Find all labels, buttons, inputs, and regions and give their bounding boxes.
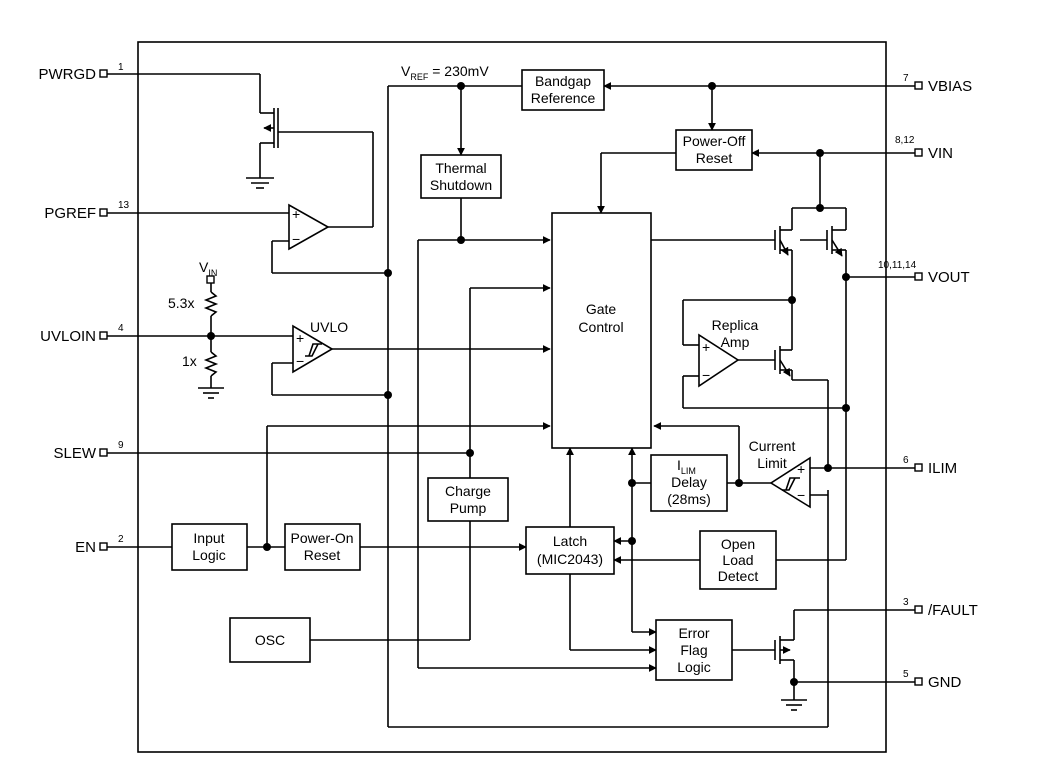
block-power-on-reset: Power-On Reset — [284, 523, 361, 571]
ilim-comp-minus: − — [797, 487, 805, 503]
svg-text:Reference: Reference — [531, 90, 596, 106]
svg-text:Charge: Charge — [445, 483, 491, 499]
uvlo-label: UVLO — [310, 319, 348, 335]
pin-fault-label: /FAULT — [928, 602, 978, 619]
svg-text:Flag: Flag — [680, 642, 707, 658]
uvlo-comp-plus: + — [296, 330, 304, 346]
svg-text:Error: Error — [678, 625, 709, 641]
replica-minus: − — [702, 367, 710, 383]
chip-outline — [137, 41, 887, 753]
svg-text:Gate: Gate — [586, 301, 617, 317]
svg-text:Current: Current — [749, 438, 796, 454]
pin-en: EN 2 — [75, 534, 138, 556]
block-power-off-reset: Power-Off Reset — [675, 129, 753, 171]
svg-text:Logic: Logic — [192, 547, 225, 563]
uvlo-comp-minus: − — [296, 353, 304, 369]
block-osc: OSC — [229, 617, 311, 663]
block-input-logic: Input Logic — [171, 523, 248, 571]
block-ilim-delay: ILIM Delay (28ms) — [650, 454, 728, 512]
block-latch: Latch (MIC2043) — [525, 526, 615, 575]
pin-en-number: 2 — [118, 534, 124, 545]
svg-text:Thermal: Thermal — [435, 160, 486, 176]
pin-vout: VOUT 10,11,14 — [846, 260, 970, 286]
pin-pwrgd-label: PWRGD — [39, 66, 97, 83]
pin-pwrgd-number: 1 — [118, 62, 124, 73]
pin-pwrgd: PWRGD 1 — [39, 62, 138, 83]
block-thermal-shutdown: Thermal Shutdown — [420, 154, 502, 199]
svg-text:Delay: Delay — [671, 474, 707, 490]
ratio-top-label: 5.3x — [168, 295, 194, 311]
block-bandgap-reference: Bandgap Reference — [521, 69, 605, 111]
ratio-bot-label: 1x — [182, 353, 197, 369]
pin-vout-label: VOUT — [928, 269, 970, 286]
svg-text:OSC: OSC — [255, 632, 285, 648]
pin-pgref-number: 13 — [118, 200, 130, 211]
svg-text:Amp: Amp — [721, 334, 750, 350]
vin-label: VIN — [199, 259, 217, 278]
svg-text:Reset: Reset — [696, 150, 733, 166]
svg-text:Replica: Replica — [712, 317, 759, 333]
svg-text:Logic: Logic — [677, 659, 710, 675]
pin-ilim-label: ILIM — [928, 460, 957, 477]
svg-text:(MIC2043): (MIC2043) — [537, 551, 603, 567]
pin-pgref-label: PGREF — [44, 205, 96, 222]
pin-pgref: PGREF 13 — [44, 200, 138, 222]
pin-fault-number: 3 — [903, 597, 909, 608]
block-error-flag-logic: Error Flag Logic — [655, 619, 733, 681]
pin-slew-number: 9 — [118, 440, 124, 451]
svg-text:Input: Input — [193, 530, 224, 546]
pin-vin: VIN 8,12 — [820, 135, 953, 162]
pin-uvloin-number: 4 — [118, 323, 124, 334]
block-open-load-detect: Open Load Detect — [699, 530, 777, 590]
svg-text:Detect: Detect — [718, 568, 759, 584]
pin-ilim: ILIM 6 — [829, 455, 957, 477]
pin-ilim-number: 6 — [903, 455, 909, 466]
pin-vbias-number: 7 — [903, 73, 909, 84]
pin-gnd: GND 5 — [794, 669, 962, 691]
pin-slew-label: SLEW — [53, 445, 96, 462]
pin-vin-number: 8,12 — [895, 135, 915, 146]
svg-text:Shutdown: Shutdown — [430, 177, 492, 193]
block-charge-pump: Charge Pump — [427, 477, 509, 522]
pin-vbias-label: VBIAS — [928, 78, 972, 95]
pin-vout-number: 10,11,14 — [878, 260, 917, 271]
label-replica-amp: Replica Amp — [712, 317, 759, 350]
svg-text:Limit: Limit — [757, 455, 787, 471]
pg-comp-minus: − — [292, 231, 300, 247]
block-gate-control: Gate Control — [551, 212, 652, 449]
pin-uvloin: UVLOIN 4 — [40, 323, 138, 345]
pin-en-label: EN — [75, 539, 96, 556]
svg-text:Reset: Reset — [304, 547, 341, 563]
svg-text:Control: Control — [578, 319, 623, 335]
svg-text:Pump: Pump — [450, 500, 487, 516]
label-current-limit: Current Limit — [749, 438, 796, 471]
pin-uvloin-label: UVLOIN — [40, 328, 96, 345]
svg-text:Latch: Latch — [553, 533, 587, 549]
svg-text:Open: Open — [721, 536, 755, 552]
svg-text:Bandgap: Bandgap — [535, 73, 591, 89]
pin-vbias: VBIAS 7 — [886, 73, 972, 95]
svg-text:(28ms): (28ms) — [667, 491, 711, 507]
pin-gnd-number: 5 — [903, 669, 909, 680]
ilim-delay-title: ILIM — [677, 457, 696, 476]
pin-slew: SLEW 9 — [53, 440, 138, 462]
pg-comp-plus: + — [292, 206, 300, 222]
ilim-comp-plus: + — [797, 461, 805, 477]
pin-fault: /FAULT 3 — [794, 597, 978, 619]
svg-text:Power-On: Power-On — [290, 530, 353, 546]
vref-label: VREF = 230mV — [401, 63, 489, 82]
svg-text:Load: Load — [722, 552, 753, 568]
pin-gnd-label: GND — [928, 674, 962, 691]
replica-plus: + — [702, 339, 710, 355]
pin-vin-label: VIN — [928, 145, 953, 162]
svg-text:Power-Off: Power-Off — [683, 133, 746, 149]
